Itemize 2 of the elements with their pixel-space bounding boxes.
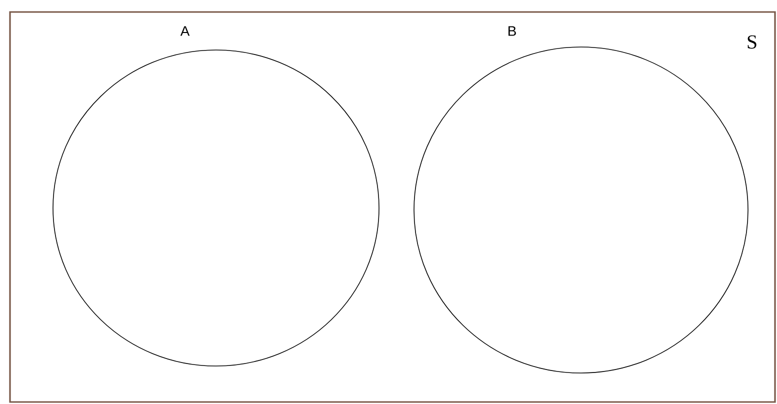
node-label: A bbox=[180, 26, 190, 36]
node-label: B bbox=[508, 26, 516, 36]
